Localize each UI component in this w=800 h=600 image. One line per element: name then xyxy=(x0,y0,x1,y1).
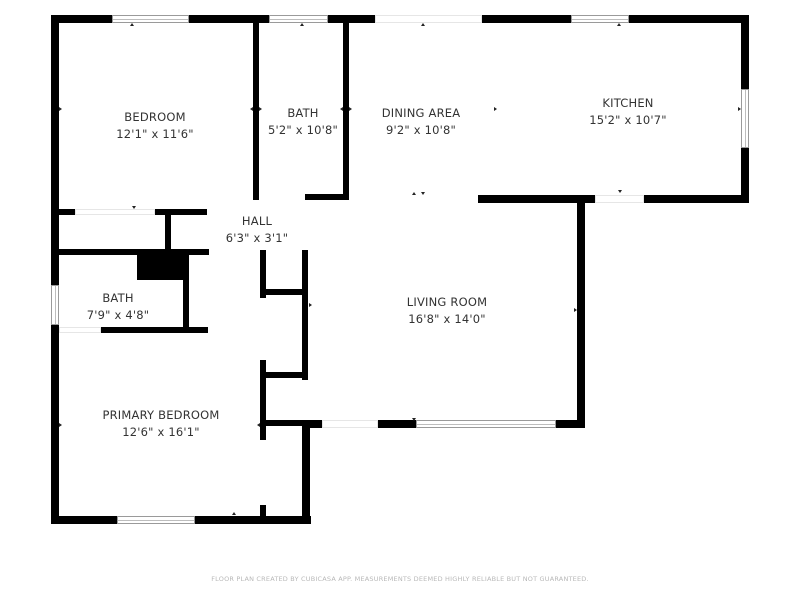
wall xyxy=(51,516,117,524)
room-label-bath-upper: BATH 5'2" x 10'8" xyxy=(268,105,338,139)
wall xyxy=(260,289,308,295)
room-dimensions: 16'8" x 14'0" xyxy=(408,312,486,326)
room-label-living-room: LIVING ROOM 16'8" x 14'0" xyxy=(407,294,487,328)
measure-tick xyxy=(349,107,352,111)
measure-tick xyxy=(232,512,236,515)
measure-tick xyxy=(309,303,312,307)
wall xyxy=(378,420,416,428)
measure-tick xyxy=(618,190,622,193)
wall xyxy=(101,327,208,333)
wall xyxy=(137,252,188,280)
opening xyxy=(595,195,644,203)
wall xyxy=(482,15,571,23)
wall xyxy=(165,209,171,254)
measure-tick xyxy=(738,107,741,111)
wall xyxy=(195,516,311,524)
disclaimer-footer: FLOOR PLAN CREATED BY CUBICASA APP. MEAS… xyxy=(211,575,589,583)
wall xyxy=(189,15,269,23)
opening xyxy=(59,327,101,333)
measure-tick xyxy=(257,423,260,427)
measure-tick xyxy=(494,107,497,111)
wall xyxy=(183,252,189,332)
wall xyxy=(556,420,585,428)
wall xyxy=(741,148,749,203)
wall xyxy=(51,249,209,255)
window xyxy=(416,420,556,428)
wall xyxy=(478,195,595,203)
measure-tick xyxy=(574,308,577,312)
room-name: BATH xyxy=(102,291,134,305)
window xyxy=(571,15,629,23)
wall xyxy=(741,15,749,89)
measure-tick xyxy=(250,107,253,111)
room-dimensions: 7'9" x 4'8" xyxy=(86,308,150,322)
room-label-hall: HALL 6'3" x 3'1" xyxy=(226,213,289,247)
window xyxy=(741,89,749,148)
room-label-primary-bedroom: PRIMARY BEDROOM 12'6" x 16'1" xyxy=(102,407,219,441)
room-dimensions: 9'2" x 10'8" xyxy=(385,123,457,137)
wall xyxy=(302,250,308,380)
wall xyxy=(51,209,75,215)
room-name: PRIMARY BEDROOM xyxy=(102,408,220,422)
room-name: LIVING ROOM xyxy=(406,295,488,309)
wall xyxy=(260,420,322,426)
measure-tick xyxy=(300,23,304,26)
measure-tick xyxy=(340,107,343,111)
room-dimensions: 12'1" x 11'6" xyxy=(116,127,194,141)
wall xyxy=(644,195,749,203)
wall xyxy=(51,15,112,23)
room-dimensions: 12'6" x 16'1" xyxy=(122,425,200,439)
wall xyxy=(155,209,207,215)
wall xyxy=(260,505,266,524)
room-label-dining-area: DINING AREA 9'2" x 10'8" xyxy=(382,105,461,139)
measure-tick xyxy=(259,107,262,111)
opening xyxy=(375,15,482,23)
room-name: BEDROOM xyxy=(124,110,186,124)
wall xyxy=(302,420,310,524)
window xyxy=(117,516,195,524)
window xyxy=(269,15,328,23)
window xyxy=(51,285,59,325)
room-name: KITCHEN xyxy=(602,96,654,110)
wall xyxy=(260,360,266,440)
room-name: DINING AREA xyxy=(381,106,461,120)
measure-tick xyxy=(412,418,416,421)
room-dimensions: 6'3" x 3'1" xyxy=(225,231,289,245)
room-name: HALL xyxy=(241,214,273,228)
room-dimensions: 5'2" x 10'8" xyxy=(267,123,339,137)
room-label-kitchen: KITCHEN 15'2" x 10'7" xyxy=(589,95,667,129)
wall xyxy=(253,15,259,200)
opening xyxy=(75,209,155,215)
wall xyxy=(343,15,349,200)
measure-tick xyxy=(132,206,136,209)
measure-tick xyxy=(412,192,416,195)
wall xyxy=(328,15,375,23)
wall xyxy=(260,250,266,298)
measure-tick xyxy=(421,192,425,195)
room-dimensions: 15'2" x 10'7" xyxy=(589,113,667,127)
measure-tick xyxy=(130,23,134,26)
opening xyxy=(322,420,378,428)
wall xyxy=(260,372,308,378)
wall xyxy=(51,15,59,285)
window xyxy=(112,15,189,23)
measure-tick xyxy=(59,423,62,427)
measure-tick xyxy=(59,107,62,111)
wall xyxy=(577,195,585,428)
wall xyxy=(51,325,59,524)
room-name: BATH xyxy=(287,106,319,120)
room-label-bedroom: BEDROOM 12'1" x 11'6" xyxy=(116,109,194,143)
measure-tick xyxy=(421,23,425,26)
measure-tick xyxy=(617,23,621,26)
wall xyxy=(629,15,749,23)
room-label-bath-lower: BATH 7'9" x 4'8" xyxy=(87,290,150,324)
wall xyxy=(305,194,349,200)
